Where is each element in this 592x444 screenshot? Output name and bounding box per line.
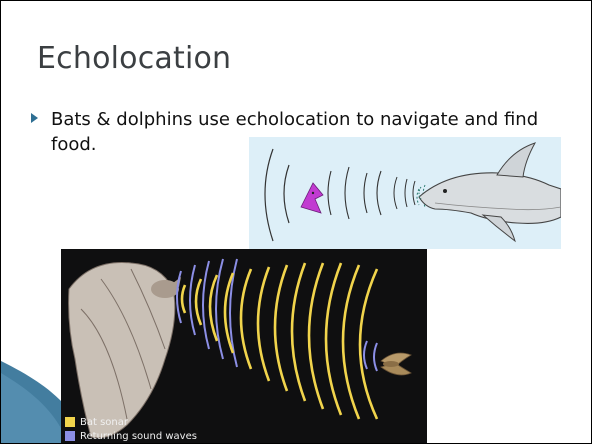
- bat-figure-legend: Bat sonar Returning sound waves: [65, 415, 197, 443]
- legend-swatch-purple-icon: [65, 431, 75, 441]
- moth-icon: [381, 353, 411, 375]
- legend-item-returning-waves: Returning sound waves: [65, 429, 197, 443]
- legend-swatch-yellow-icon: [65, 417, 75, 427]
- dolphin-illustration: [249, 137, 561, 249]
- legend-label: Bat sonar: [80, 417, 128, 428]
- bullet-marker-icon: [31, 113, 38, 123]
- slide-title: Echolocation: [37, 41, 231, 76]
- legend-label: Returning sound waves: [80, 431, 197, 442]
- legend-item-bat-sonar: Bat sonar: [65, 415, 197, 429]
- dolphin-graphic: [249, 137, 561, 249]
